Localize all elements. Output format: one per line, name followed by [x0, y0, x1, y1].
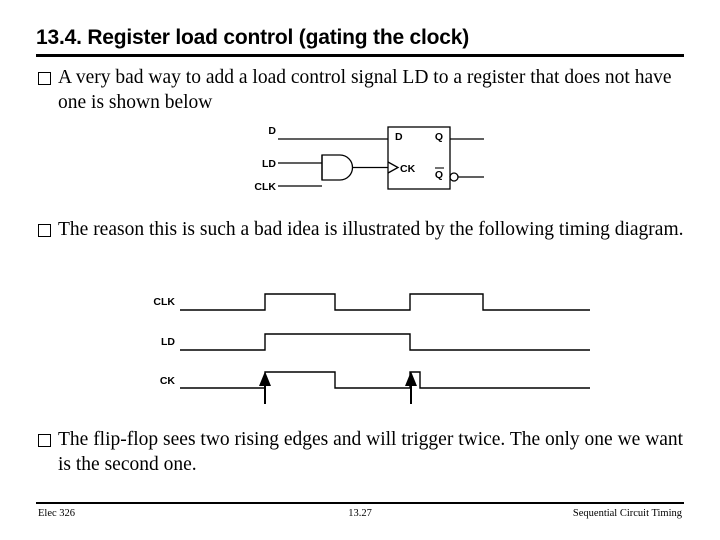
bullet-item-1: A very bad way to add a load control sig…: [38, 66, 688, 116]
bullet-marker-icon: [38, 224, 51, 237]
label-ld-waveform: LD: [161, 336, 175, 348]
label-ff-q: Q: [435, 131, 443, 143]
timing-diagram: CLK LD CK: [120, 288, 610, 406]
footer-right: Sequential Circuit Timing: [572, 508, 682, 519]
bullet-item-2: The reason this is such a bad idea is il…: [38, 218, 698, 243]
bullet-marker-icon: [38, 72, 51, 85]
footer-left: Elec 326: [38, 508, 76, 519]
page-title: 13.4. Register load control (gating the …: [36, 26, 470, 49]
label-ff-d: D: [395, 131, 403, 143]
label-ff-qbar: Q: [435, 169, 443, 181]
bullet-text: The reason this is such a bad idea is il…: [58, 219, 684, 240]
label-ld-input: LD: [262, 158, 276, 170]
bullet-text: The flip-flop sees two rising edges and …: [58, 429, 684, 475]
footer-page-number: 13.27: [348, 508, 372, 519]
footer-divider: [36, 502, 684, 504]
label-ck-waveform: CK: [160, 375, 176, 387]
label-ff-ck: CK: [400, 163, 416, 175]
bullet-item-3: The flip-flop sees two rising edges and …: [38, 428, 698, 478]
label-d-input: D: [268, 125, 276, 137]
label-clk-input: CLK: [254, 181, 276, 193]
label-clk-waveform: CLK: [153, 296, 175, 308]
bullet-text: A very bad way to add a load control sig…: [58, 67, 672, 113]
flip-flop-circuit-diagram: D LD CLK D Q CK Q: [236, 123, 496, 213]
bullet-marker-icon: [38, 434, 51, 447]
title-divider: [36, 54, 684, 57]
